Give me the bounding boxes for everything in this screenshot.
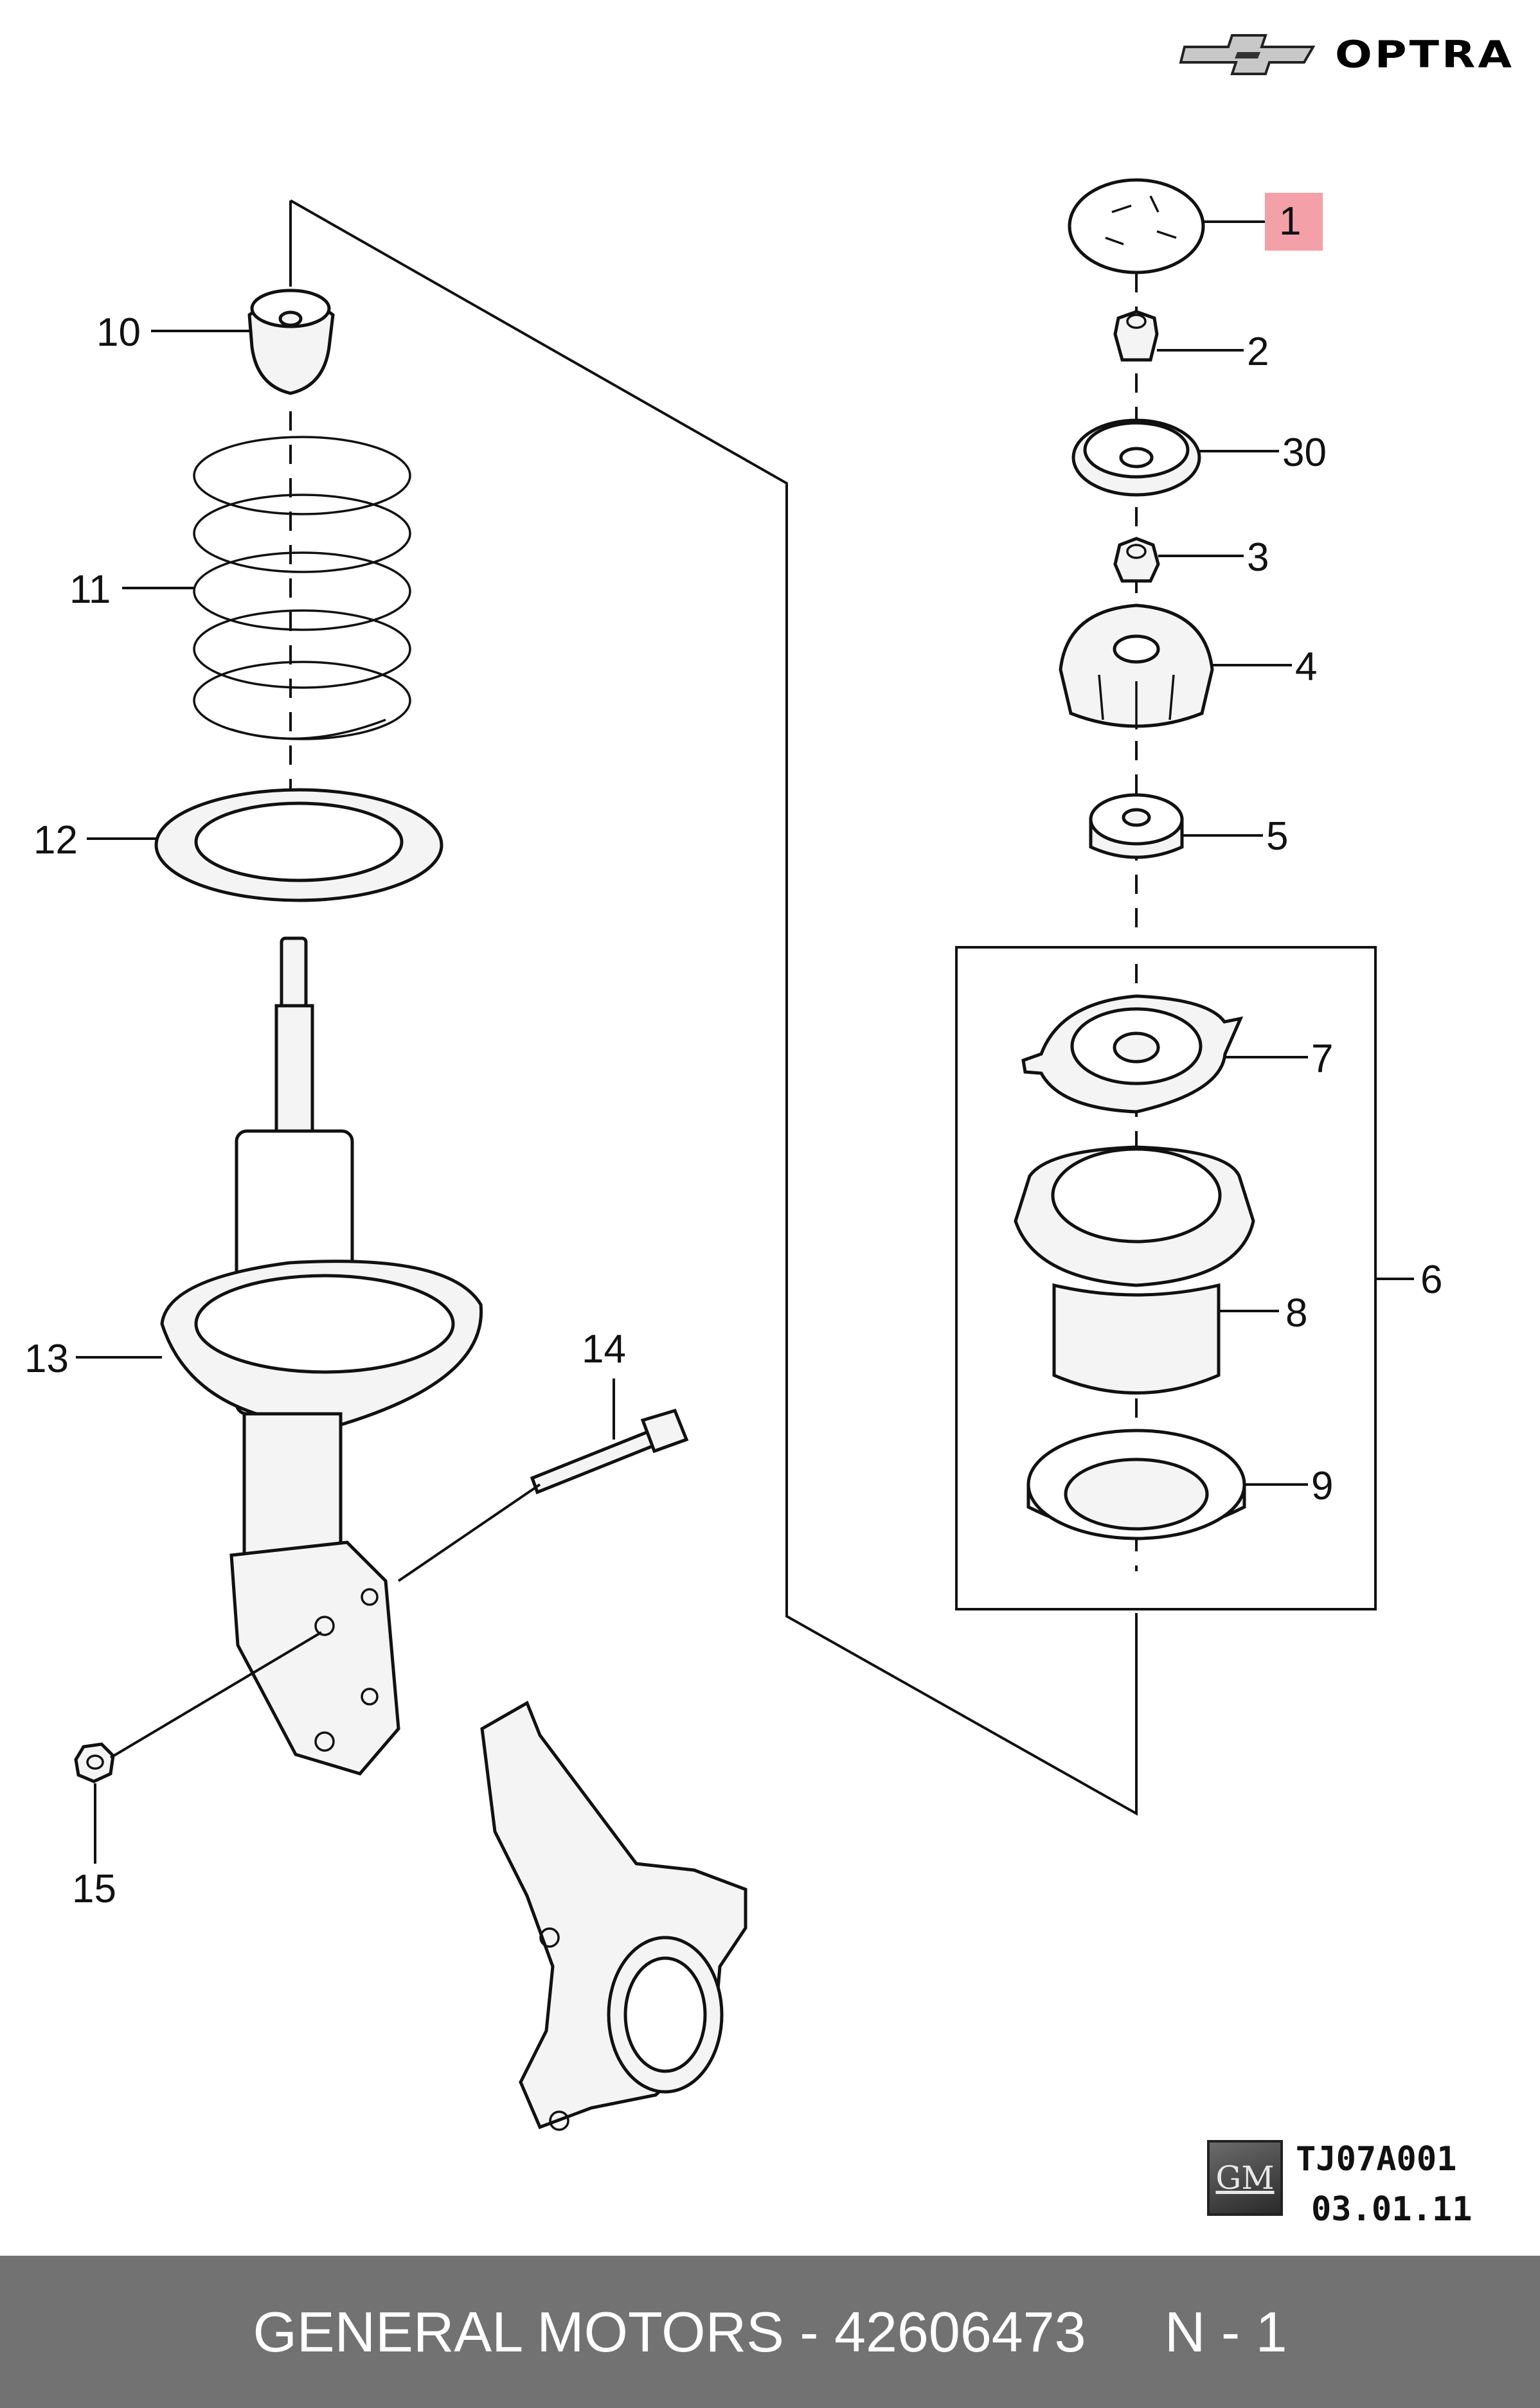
callout-2: 2 xyxy=(1247,330,1269,374)
assembly-outline xyxy=(290,199,1138,1816)
part-14-bolt xyxy=(530,1408,689,1495)
callout-11: 11 xyxy=(69,567,111,612)
part-30-mount xyxy=(1071,418,1201,497)
part-2-nut xyxy=(1113,310,1159,362)
gm-logo: GM xyxy=(1207,2140,1283,2216)
callout-13: 13 xyxy=(24,1337,69,1381)
callout-6: 6 xyxy=(1420,1258,1442,1302)
callout-14: 14 xyxy=(582,1327,626,1371)
brand-header: OPTRA xyxy=(1178,26,1514,84)
callout-12: 12 xyxy=(33,818,78,862)
part-11-spring xyxy=(193,411,411,835)
callout-1: 1 xyxy=(1279,199,1301,244)
part-7-seat xyxy=(1021,994,1244,1114)
gm-logo-text: GM xyxy=(1215,2159,1275,2197)
strut-assembly xyxy=(160,936,483,1776)
callout-8: 8 xyxy=(1285,1291,1307,1335)
part-15-nut xyxy=(74,1742,115,1783)
part-3-nut xyxy=(1113,537,1160,583)
leader-lines xyxy=(76,220,1414,1864)
reference-block: GM TJ07A001 03.01.11 xyxy=(1207,2140,1472,2229)
callout-7: 7 xyxy=(1311,1037,1333,1081)
steering-knuckle xyxy=(480,1700,748,2131)
footer-text: GENERAL MOTORS - 42606473 N - 1 xyxy=(253,2299,1287,2364)
part-4-dome xyxy=(1059,603,1214,729)
part-9-bearing xyxy=(1026,1429,1246,1540)
model-name: OPTRA xyxy=(1334,33,1514,76)
part-8-boot xyxy=(1014,1145,1255,1395)
reference-code: TJ07A001 xyxy=(1296,2140,1457,2179)
callout-9: 9 xyxy=(1311,1464,1333,1508)
reference-date: 03.01.11 xyxy=(1311,2190,1473,2229)
part-12-seat xyxy=(154,788,443,902)
callout-30: 30 xyxy=(1282,431,1327,475)
callout-15: 15 xyxy=(72,1867,116,1911)
callout-5: 5 xyxy=(1266,814,1288,859)
footer-bar: GENERAL MOTORS - 42606473 N - 1 xyxy=(0,2256,1540,2408)
callout-4: 4 xyxy=(1295,645,1317,689)
part-10-bumper xyxy=(247,289,335,395)
chevrolet-bowtie-icon xyxy=(1179,34,1316,75)
part-5-bushing xyxy=(1089,793,1184,859)
reference-text: TJ07A001 03.01.11 xyxy=(1296,2140,1472,2229)
callout-10: 10 xyxy=(96,310,141,355)
part-1-cap xyxy=(1068,178,1205,274)
highlight-part-1 xyxy=(1265,193,1323,251)
parts-diagram: 1 2 30 3 4 5 6 7 8 9 10 11 12 13 14 15 xyxy=(24,178,1442,2131)
callout-3: 3 xyxy=(1247,535,1269,580)
